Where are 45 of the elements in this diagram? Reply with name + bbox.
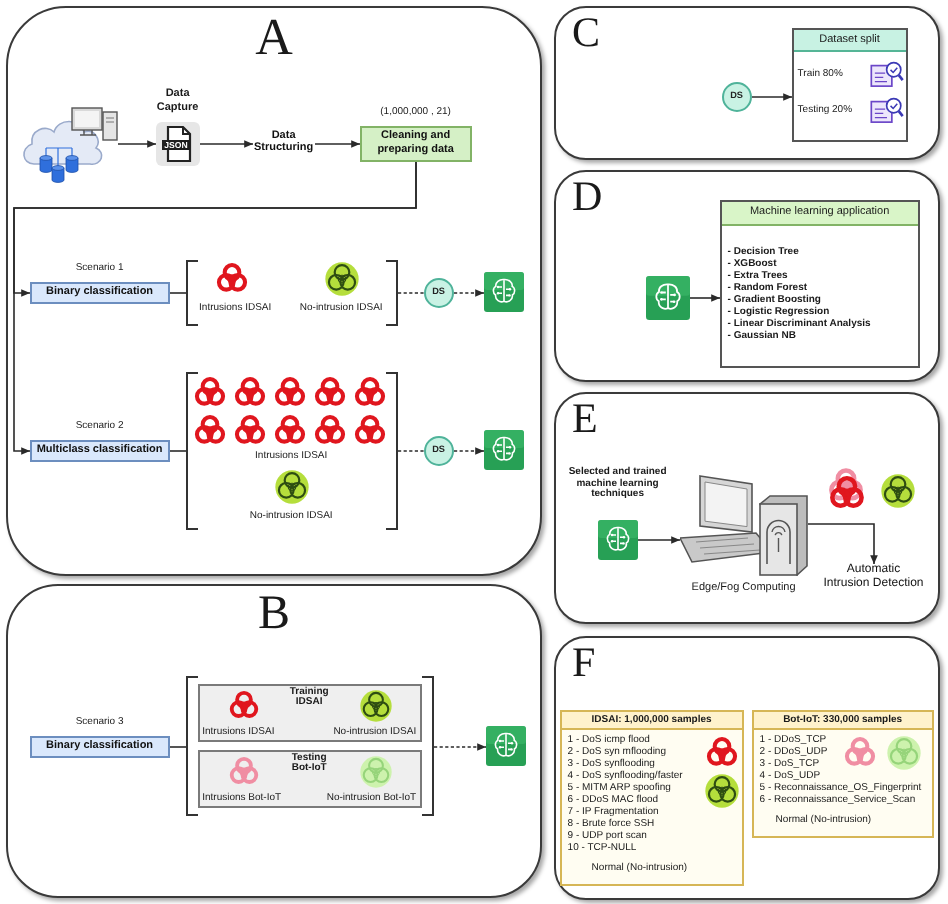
file-icon (155, 121, 200, 166)
list-panel (559, 709, 744, 886)
panel-letter: C (572, 12, 601, 54)
arrow (807, 523, 878, 565)
dashed-line (397, 292, 425, 294)
panel-letter: E (572, 398, 598, 440)
dashed-arrow (453, 289, 485, 297)
connector-line (169, 746, 187, 748)
panel (554, 6, 940, 160)
panel-letter: A (255, 12, 293, 64)
arrow (13, 161, 417, 455)
connector-line (169, 450, 187, 452)
panel-letter: D (572, 176, 603, 218)
dashed-line (397, 450, 425, 452)
brain-chip-icon (483, 272, 524, 313)
brain-chip-icon (483, 430, 524, 471)
panel (554, 170, 940, 382)
brain-chip-icon (645, 275, 690, 320)
arrow (117, 140, 157, 148)
connector-line (169, 292, 187, 294)
dataset-card (197, 750, 422, 809)
bracket (185, 676, 434, 817)
cloud-database-illustration (17, 103, 118, 184)
arrow (314, 140, 361, 148)
dashed-arrow (433, 743, 487, 751)
brain-chip-icon (597, 519, 638, 560)
dashed-arrow (453, 447, 485, 455)
brain-chip-icon (485, 726, 526, 767)
panel-letter: B (258, 590, 290, 638)
dataset-card (197, 684, 422, 743)
panel-letter: F (572, 642, 596, 684)
list-panel (751, 709, 934, 838)
panel (554, 392, 940, 624)
arrow (637, 536, 681, 544)
arrow (751, 93, 793, 101)
list-panel (719, 199, 920, 368)
bracket (185, 371, 398, 530)
laptop-server-illustration (679, 471, 808, 576)
panel (554, 636, 940, 900)
arrow (689, 294, 721, 302)
panel (6, 6, 542, 576)
panel (6, 584, 542, 898)
arrow (199, 140, 254, 148)
bracket (185, 259, 398, 326)
split-panel (791, 27, 908, 142)
